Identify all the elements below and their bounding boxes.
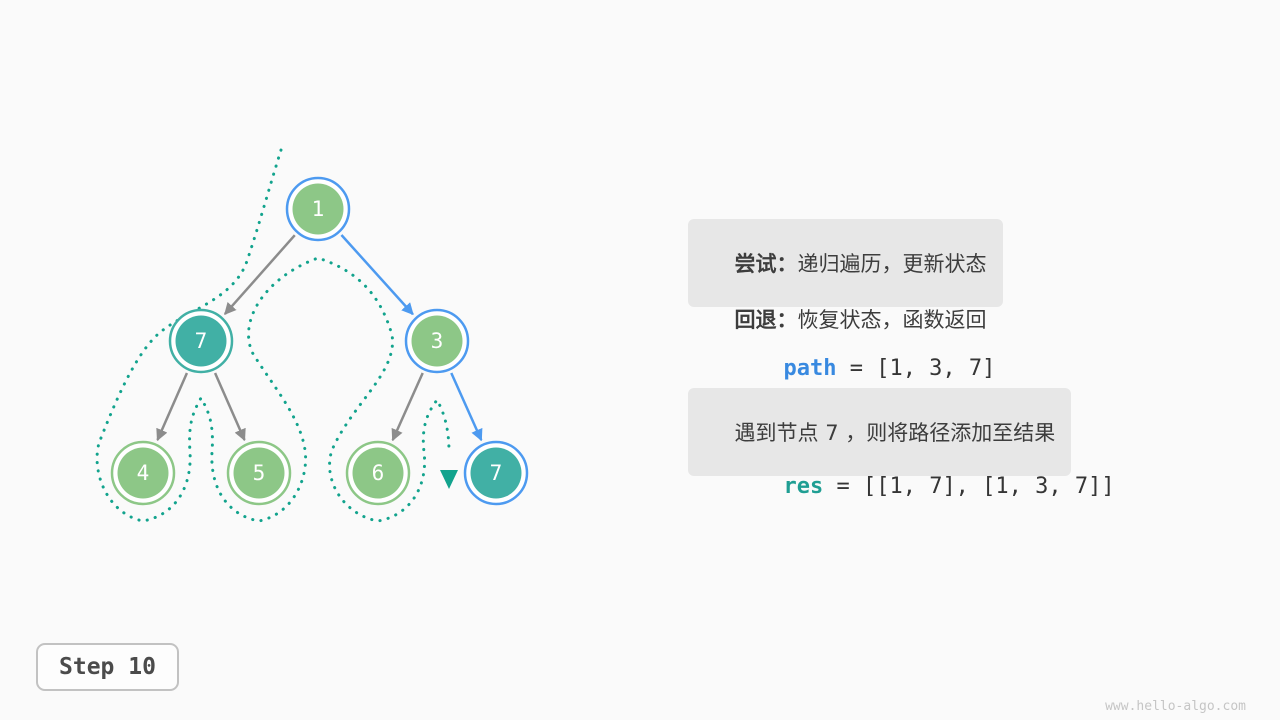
res-value: = [[1, 7], [1, 3, 7]] [823, 474, 1115, 499]
tree-node-value: 1 [312, 197, 325, 221]
try-note-box: 尝试：递归遍历，更新状态 [688, 219, 1003, 307]
tree-nodes: 1 7 3 4 5 6 7 [110, 176, 529, 506]
tree-node: 5 [226, 440, 292, 506]
tree-node: 7 [463, 440, 529, 506]
tree-edge [223, 234, 296, 315]
try-text: 递归遍历，更新状态 [797, 252, 987, 276]
tree-node-value: 6 [372, 461, 385, 485]
back-text: 恢复状态，函数返回 [797, 308, 987, 332]
res-var: res [783, 474, 824, 499]
tree-node: 3 [404, 308, 470, 374]
tree-edge [391, 372, 424, 442]
traversal-marker [440, 470, 458, 489]
tree-edge [340, 234, 414, 316]
tree-node: 6 [345, 440, 411, 506]
path-var: path [783, 356, 837, 381]
traversal-marker-icon [440, 470, 458, 489]
tree-node-value: 7 [195, 329, 208, 353]
try-label: 尝试： [734, 252, 798, 276]
tree-node-value: 3 [431, 329, 444, 353]
path-value: = [1, 3, 7] [836, 356, 996, 381]
step-badge: Step 10 [36, 643, 179, 691]
tree-edge [156, 372, 189, 442]
tree-node: 1 [285, 176, 351, 242]
tree-edge [213, 372, 246, 442]
res-line: res = [[1, 7], [1, 3, 7]] [704, 449, 1115, 524]
tree-node: 4 [110, 440, 176, 506]
tree-node: 7 [168, 308, 234, 374]
result-note-text: 遇到节点 7 ，则将路径添加至结果 [734, 421, 1056, 445]
back-label: 回退： [734, 308, 798, 332]
watermark: www.hello-algo.com [1105, 699, 1246, 714]
traversal-dotted-path [95, 148, 451, 523]
tree-node-value: 7 [490, 461, 503, 485]
tree-diagram: 1 7 3 4 5 6 7 [95, 148, 529, 523]
tree-edge [450, 372, 483, 442]
tree-node-value: 4 [137, 461, 150, 485]
back-line: 回退：恢复状态，函数返回 [704, 285, 987, 353]
result-note-box: 遇到节点 7 ，则将路径添加至结果 [688, 388, 1072, 476]
tree-node-value: 5 [253, 461, 266, 485]
path-line: path = [1, 3, 7] [704, 331, 995, 406]
step-label: Step 10 [59, 654, 156, 680]
tree-edges [156, 234, 483, 442]
